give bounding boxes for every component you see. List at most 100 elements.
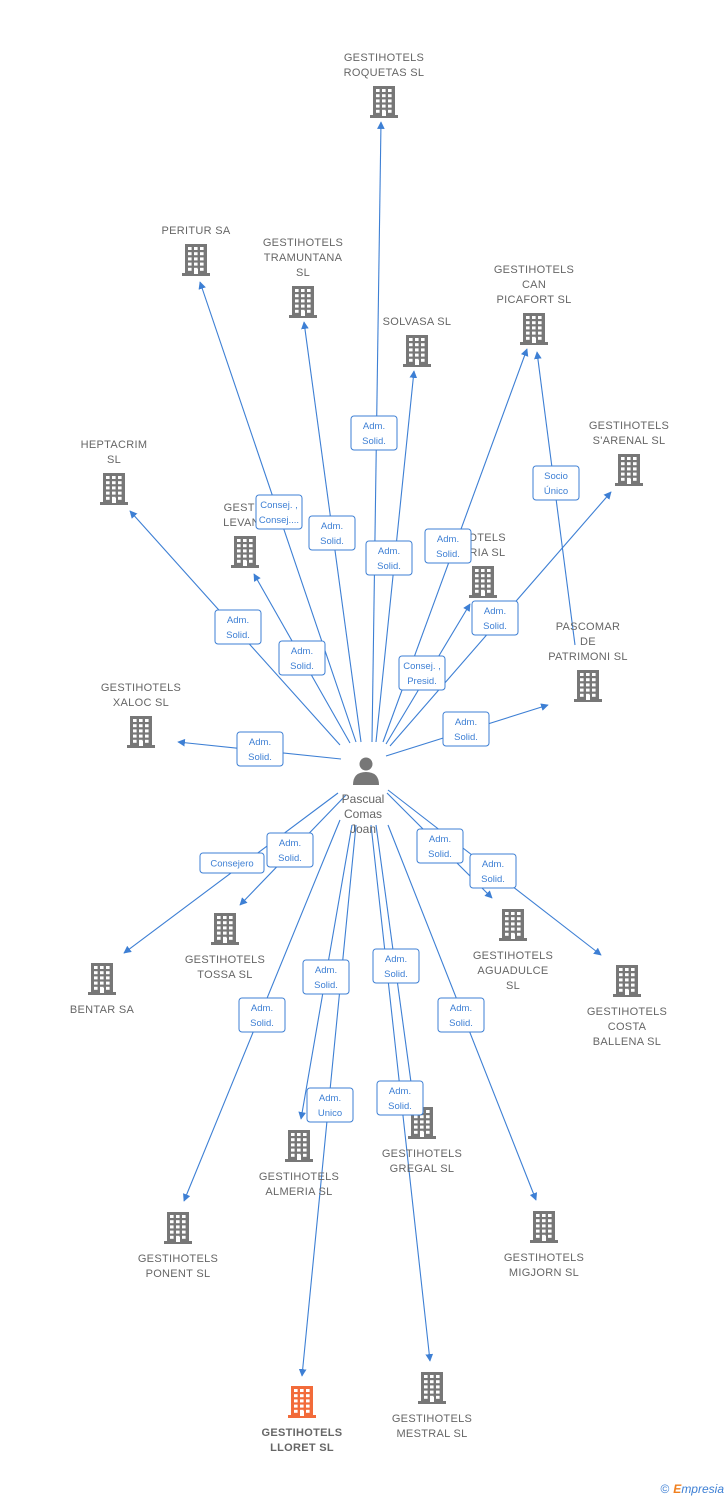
company-label: MESTRAL SL — [396, 1428, 467, 1440]
relation-label-costaballena[interactable]: Adm.Solid. — [469, 853, 517, 889]
relation-label-pascomar[interactable]: Adm.Solid. — [442, 711, 490, 747]
company-node-almeria[interactable]: GESTIHOTELS ALMERIA SL — [259, 1130, 339, 1198]
relation-label-levant[interactable]: Adm.Solid. — [278, 640, 326, 676]
company-label: GRIA SL — [461, 547, 506, 559]
company-node-bentar[interactable]: BENTAR SA — [70, 963, 135, 1016]
relation-label-text: Solid. — [314, 980, 338, 991]
building-icon — [370, 86, 398, 118]
building-icon — [520, 313, 548, 345]
relation-label-text: Solid. — [384, 969, 408, 980]
relation-label-text: Solid. — [436, 549, 460, 560]
company-label: GESTIHOTELS — [344, 52, 424, 64]
relation-label-gregal[interactable]: Adm.Solid. — [372, 948, 420, 984]
company-label: ALMERIA SL — [265, 1186, 332, 1198]
company-node-lloret[interactable]: GESTIHOTELS LLORET SL — [262, 1386, 343, 1454]
building-icon — [499, 909, 527, 941]
relation-label-mestral[interactable]: Adm.Solid. — [376, 1080, 424, 1116]
company-node-peritur[interactable]: PERITUR SA — [161, 225, 231, 276]
relation-label-bentar[interactable]: Consejero — [199, 852, 265, 874]
company-label: LLORET SL — [270, 1442, 334, 1454]
relation-label-sarenal[interactable]: Adm.Solid. — [471, 600, 519, 636]
relation-label-text: Solid. — [454, 732, 478, 743]
relation-label-almeria[interactable]: Adm. Solid. — [302, 959, 350, 995]
company-label: GESTIHOTELS — [262, 1427, 343, 1439]
company-label: GESTIHOTELS — [259, 1171, 339, 1183]
relation-label-aguadulce[interactable]: Adm.Solid. — [416, 828, 464, 864]
company-label: PATRIMONI SL — [548, 651, 628, 663]
relation-label-text: Adm. — [321, 521, 343, 532]
company-label: SL — [506, 980, 520, 992]
company-label: SL — [107, 454, 121, 466]
company-label: GESTIHOTELS — [138, 1253, 218, 1265]
building-icon — [100, 473, 128, 505]
relation-label-text: Adm. — [437, 534, 459, 545]
building-icon — [418, 1372, 446, 1404]
relation-label-text: Único — [544, 486, 568, 497]
relation-label-text: Solid. — [483, 621, 507, 632]
relation-label-solvasa[interactable]: Adm.Solid. — [365, 540, 413, 576]
relation-label-text: Consej.... — [259, 515, 299, 526]
footer-brand[interactable]: ©Empresia — [660, 1482, 724, 1496]
relation-label-text: Solid. — [377, 561, 401, 572]
relation-label-lloret[interactable]: Adm.Unico — [306, 1087, 354, 1123]
building-icon — [285, 1130, 313, 1162]
company-label: MIGJORN SL — [509, 1267, 579, 1279]
company-label: GESTIHOTELS — [185, 954, 265, 966]
company-label: BALLENA SL — [593, 1036, 661, 1048]
relation-label-canpicafort[interactable]: Adm. Solid. — [424, 528, 472, 564]
brand-initial: E — [673, 1482, 682, 1496]
relation-label-text: Adm. — [251, 1003, 273, 1014]
company-label: GESTIHOTELS — [473, 950, 553, 962]
relation-label-ponent[interactable]: Adm. Solid. — [238, 997, 286, 1033]
company-label: PICAFORT SL — [496, 294, 571, 306]
relation-label-text: Solid. — [362, 436, 386, 447]
company-label: CAN — [522, 279, 546, 291]
relation-label-xaloc[interactable]: Adm.Solid. — [236, 731, 284, 767]
company-node-gregal[interactable]: GESTIHOTELS GREGAL SL — [382, 1107, 462, 1175]
relation-label-text: Adm. — [315, 965, 337, 976]
company-label: SL — [296, 267, 310, 279]
building-icon — [469, 566, 497, 598]
copyright-symbol: © — [660, 1482, 670, 1496]
company-label: GESTIHOTELS — [382, 1148, 462, 1160]
building-icon — [613, 965, 641, 997]
relation-label-text: Consej. , — [403, 661, 441, 672]
relation-label-text: Adm. — [227, 615, 249, 626]
relation-label-migjorn[interactable]: Adm.Solid. — [437, 997, 485, 1033]
company-label: COSTA — [608, 1021, 647, 1033]
company-label: GESTIHOTELS — [589, 420, 669, 432]
relation-label-text: Adm. — [279, 838, 301, 849]
company-label: TRAMUNTANA — [264, 252, 343, 264]
relation-label-text: Solid. — [248, 752, 272, 763]
company-label: GREGAL SL — [390, 1163, 455, 1175]
relation-label-text: Adm. — [450, 1003, 472, 1014]
company-node-solvasa[interactable]: SOLVASA SL — [383, 316, 452, 367]
relation-label-text: Solid. — [250, 1018, 274, 1029]
relation-label-text: Adm. — [319, 1093, 341, 1104]
relation-label-heptacrim[interactable]: Adm.Solid. — [214, 609, 262, 645]
relation-label-tossa[interactable]: Adm.Solid. — [266, 832, 314, 868]
relation-label-roquetas[interactable]: Adm.Solid. — [350, 415, 398, 451]
building-icon — [211, 913, 239, 945]
relation-label-peritur[interactable]: Consej. ,Consej.... — [255, 494, 303, 530]
building-icon — [231, 536, 259, 568]
relation-label-alegria[interactable]: Consej. ,Presid. — [398, 655, 446, 691]
relation-label-tramuntana[interactable]: Adm.Solid. — [308, 515, 356, 551]
